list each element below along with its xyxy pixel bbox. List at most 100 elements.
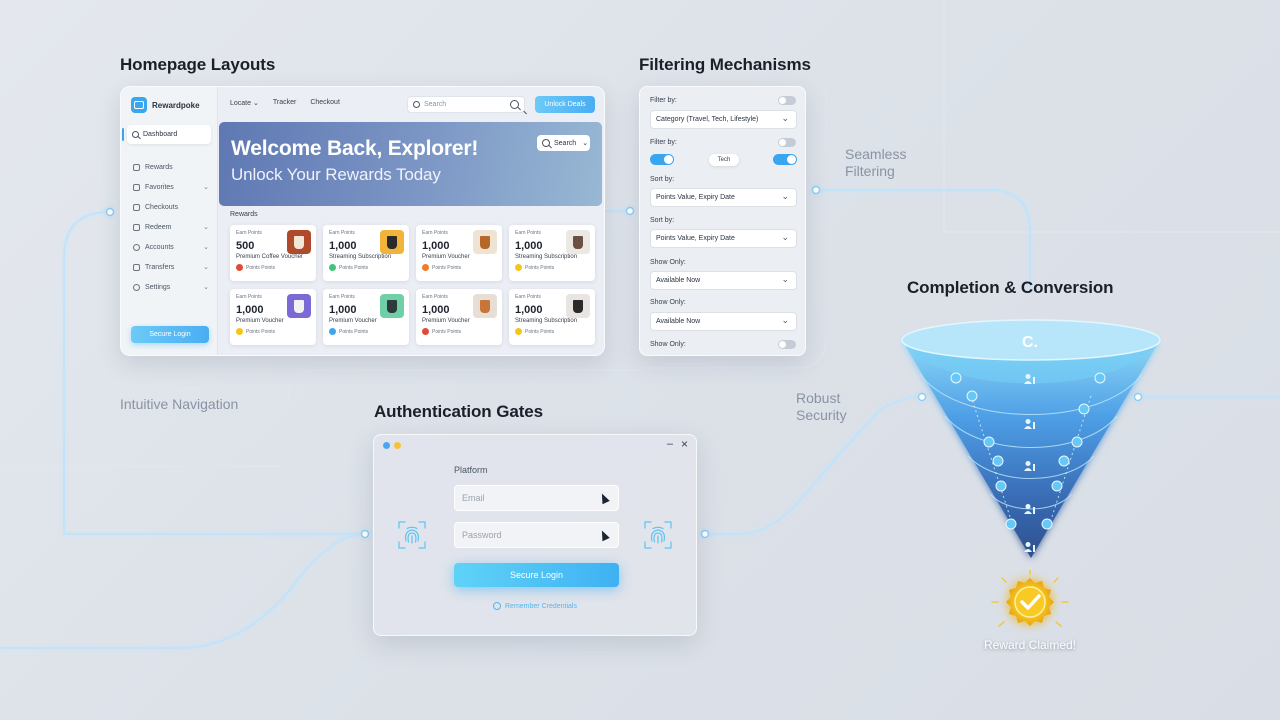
remember-credentials-link[interactable]: Remember Credentials bbox=[493, 602, 577, 610]
search-submit-icon[interactable] bbox=[510, 100, 519, 109]
chevron-down-icon: ⌄ bbox=[203, 184, 209, 191]
hero-banner: Welcome Back, Explorer! Unlock Your Rewa… bbox=[219, 122, 602, 206]
show-only-label: Show Only: bbox=[650, 259, 686, 266]
cart-icon bbox=[133, 203, 140, 211]
hero-search-label: Search bbox=[554, 139, 577, 147]
sidebar-item-label: Transfers bbox=[145, 263, 175, 271]
window-dot-yellow[interactable] bbox=[394, 442, 401, 449]
card-name: Premium Coffee Voucher bbox=[236, 254, 303, 260]
filter-toggle-3[interactable] bbox=[650, 154, 674, 165]
card-name: Streaming Subscription bbox=[515, 254, 578, 260]
nav-item-tracker[interactable]: Tracker bbox=[272, 99, 297, 106]
card-footer-text: Points Points bbox=[339, 328, 369, 335]
card-footer: Points Points bbox=[329, 328, 403, 335]
homepage-sidebar: Rewardpoke Dashboard Rewards Favorites⌄ … bbox=[121, 87, 218, 355]
sidebar-item-rewards[interactable]: Rewards bbox=[133, 157, 209, 177]
card-name: Premium Voucher bbox=[329, 318, 377, 324]
sidebar-item-accounts[interactable]: Accounts ⌄ bbox=[133, 237, 209, 257]
card-points: 1,000 bbox=[515, 304, 543, 316]
cup-icon bbox=[294, 299, 304, 313]
filter-by-label: Filter by: bbox=[650, 97, 677, 104]
card-footer: Points Points bbox=[515, 264, 589, 271]
show-only-select-2[interactable]: Available Now bbox=[650, 312, 797, 331]
fingerprint-icon bbox=[398, 521, 426, 549]
secure-login-button[interactable]: Secure Login bbox=[454, 563, 619, 587]
card-footer-text: Points Points bbox=[246, 264, 276, 271]
search-icon bbox=[413, 101, 420, 108]
sidebar-login-button[interactable]: Secure Login bbox=[131, 326, 209, 343]
filter-toggle-4[interactable] bbox=[773, 154, 797, 165]
rewards-heading: Rewards bbox=[230, 211, 258, 218]
show-only-toggle[interactable] bbox=[778, 340, 796, 349]
email-field[interactable]: Email bbox=[454, 485, 619, 511]
conversion-funnel: C. bbox=[901, 319, 1161, 558]
card-points: 1,000 bbox=[422, 240, 450, 252]
funnel-top bbox=[901, 319, 1161, 361]
gear-icon bbox=[133, 283, 140, 291]
brand[interactable]: Rewardpoke bbox=[131, 97, 200, 113]
card-label: Earn Points bbox=[329, 230, 355, 236]
nav-item-locate[interactable]: Locate bbox=[230, 99, 259, 107]
sort-select-1[interactable]: Points Value, Expiry Date bbox=[650, 188, 797, 207]
user-icons bbox=[1024, 374, 1035, 552]
filter-chip-tech[interactable]: Tech bbox=[709, 154, 739, 166]
sidebar-item-dashboard[interactable]: Dashboard bbox=[122, 125, 211, 144]
card-points: 1,000 bbox=[329, 304, 357, 316]
auth-window: – × Platform Email Password Secure Login… bbox=[373, 434, 697, 636]
seamless-filtering-label: Seamless Filtering bbox=[845, 146, 906, 180]
points-icon bbox=[236, 328, 243, 335]
link-icon bbox=[133, 223, 140, 231]
close-icon[interactable]: × bbox=[680, 437, 688, 451]
product-image bbox=[566, 294, 590, 318]
card-footer-text: Points Points bbox=[432, 328, 462, 335]
filter-toggle-2[interactable] bbox=[778, 138, 796, 147]
search-icon bbox=[132, 131, 139, 138]
sidebar-item-redeem[interactable]: Redeem⌄ bbox=[133, 217, 209, 237]
auth-title: Platform bbox=[454, 465, 488, 475]
homepage-mockup: Rewardpoke Dashboard Rewards Favorites⌄ … bbox=[120, 86, 605, 356]
window-dot-blue[interactable] bbox=[383, 442, 390, 449]
sidebar-item-transfers[interactable]: Transfers⌄ bbox=[133, 257, 209, 277]
sidebar-item-settings[interactable]: Settings⌄ bbox=[133, 277, 209, 297]
sidebar-item-checkouts[interactable]: Checkouts bbox=[133, 197, 209, 217]
minimize-icon[interactable]: – bbox=[666, 438, 673, 450]
category-select[interactable]: Category (Travel, Tech, Lifestyle) bbox=[650, 110, 797, 129]
nav-item-checkout[interactable]: Checkout bbox=[310, 99, 340, 106]
sort-select-2[interactable]: Points Value, Expiry Date bbox=[650, 229, 797, 248]
filtering-panel: Filter by: Category (Travel, Tech, Lifes… bbox=[639, 86, 806, 356]
search-input[interactable]: Search bbox=[407, 96, 525, 113]
sidebar-item-label: Accounts bbox=[145, 243, 174, 251]
seamless-filtering-line1: Seamless bbox=[845, 146, 907, 162]
filter-toggle-1[interactable] bbox=[778, 96, 796, 105]
hero-search-button[interactable]: Search ⌄ bbox=[537, 135, 590, 151]
robust-security-label: Robust Security bbox=[796, 390, 847, 424]
points-icon bbox=[422, 264, 429, 271]
fingerprint-icon bbox=[644, 521, 672, 549]
chevron-down-icon: ⌄ bbox=[203, 244, 209, 251]
unlock-deals-button[interactable]: Unlock Deals bbox=[535, 96, 595, 113]
card-label: Earn Points bbox=[422, 294, 448, 300]
gift-icon bbox=[133, 163, 140, 171]
card-label: Earn Points bbox=[515, 294, 541, 300]
password-field[interactable]: Password bbox=[454, 522, 619, 548]
card-footer: Points Points bbox=[422, 328, 496, 335]
cup-icon bbox=[387, 299, 397, 313]
card-footer: Points Points bbox=[422, 264, 496, 271]
hero-title: Welcome Back, Explorer! bbox=[231, 137, 479, 160]
sidebar-item-favorites[interactable]: Favorites⌄ bbox=[133, 177, 209, 197]
show-only-select-1[interactable]: Available Now bbox=[650, 271, 797, 290]
transfer-icon bbox=[133, 263, 140, 271]
card-footer: Points Points bbox=[236, 264, 310, 271]
product-image bbox=[473, 230, 497, 254]
cup-icon bbox=[294, 235, 304, 249]
cursor-icon bbox=[598, 528, 610, 542]
card-label: Earn Points bbox=[515, 230, 541, 236]
